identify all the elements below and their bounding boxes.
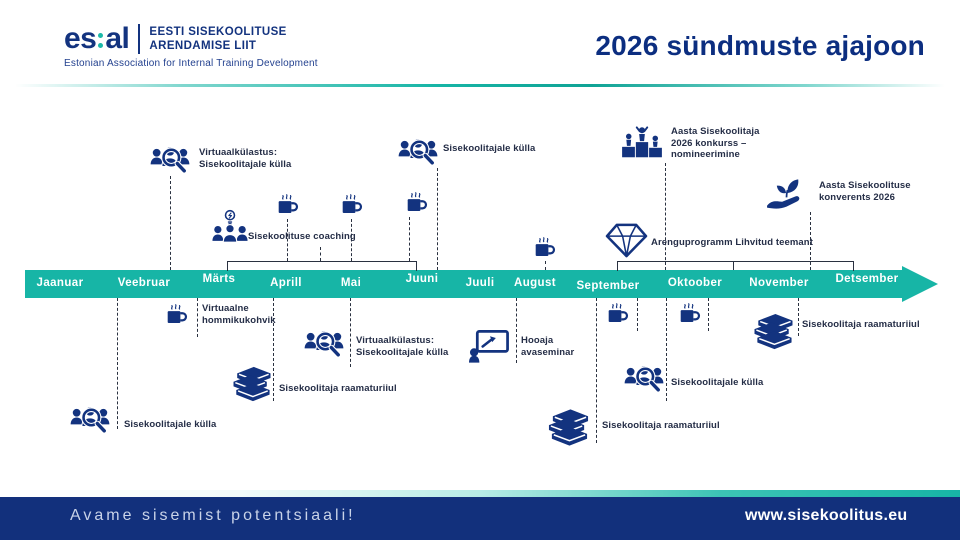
connector-dashed-line	[637, 298, 638, 331]
timeline-bar	[25, 270, 902, 298]
presentation-icon	[469, 329, 510, 363]
wordmark-right: al	[105, 22, 130, 55]
footer-tagline: Avame sisemist potentsiaali!	[70, 507, 356, 524]
event-label-virtuaalkulastus-mai: Virtuaalkülastus: Sisekoolitajale külla	[356, 335, 449, 358]
page-title: 2026 sündmuste ajajoon	[595, 30, 925, 61]
people-idea-icon	[212, 208, 248, 244]
people-search-icon	[303, 329, 345, 360]
people-search-icon	[397, 137, 439, 168]
month-label-juuli: Juuli	[465, 277, 495, 289]
event-label-teemant: Arenguprogramm Lihvitud teemant	[651, 237, 813, 248]
event-label-raamaturiiul-november: Sisekoolitaja raamaturiiul	[802, 319, 920, 330]
month-label-aprill: Aprill	[270, 277, 302, 289]
coffee-icon	[341, 191, 363, 218]
coffee-icon	[534, 234, 556, 261]
connector-dashed-line	[287, 219, 288, 261]
month-label-marts: Märts	[202, 273, 236, 285]
footer-gradient-strip	[0, 490, 960, 497]
hand-plant-icon	[764, 176, 810, 213]
connector-dashed-line	[666, 298, 667, 401]
connector-dashed-line	[665, 163, 666, 270]
timeline-bracket-teemant	[617, 261, 854, 271]
month-label-juuni: Juuni	[405, 273, 439, 285]
month-label-november: November	[749, 277, 809, 289]
event-label-kyla-oktoober: Sisekoolitajale külla	[671, 377, 764, 388]
month-label-detsember: Detsember	[835, 273, 899, 285]
books-icon	[752, 313, 795, 351]
month-label-mai: Mai	[340, 277, 362, 289]
diamond-icon	[604, 222, 649, 259]
event-label-konkurss: Aasta Sisekoolitaja 2026 konkurss – nomi…	[671, 126, 760, 160]
connector-dashed-line	[197, 298, 198, 337]
timeline-bracket-tick	[733, 261, 734, 270]
org-name-line2: ARENDAMISE LIIT	[149, 40, 257, 52]
connector-dashed-line	[117, 298, 118, 429]
timeline-bracket-coaching	[227, 261, 417, 271]
connector-dashed-line	[350, 298, 351, 367]
books-icon	[547, 408, 590, 448]
connector-dashed-line	[320, 247, 321, 261]
event-label-coaching: Sisekoolituse coaching	[248, 231, 356, 242]
month-label-september: September	[576, 280, 640, 292]
event-label-kyla-jaanuar: Sisekoolitajale külla	[124, 419, 217, 430]
connector-dashed-line	[596, 298, 597, 443]
coffee-icon	[166, 301, 188, 328]
event-label-raamaturiiul-marts: Sisekoolitaja raamaturiiul	[279, 383, 397, 394]
footer-website-link[interactable]: www.sisekoolitus.eu	[745, 507, 908, 524]
month-label-jaanuar: Jaanuar	[36, 277, 84, 289]
connector-dashed-line	[409, 217, 410, 261]
logo-separator	[138, 24, 141, 54]
connector-dashed-line	[798, 298, 799, 336]
month-label-oktoober: Oktoober	[667, 277, 723, 289]
connector-dashed-line	[810, 212, 811, 270]
wordmark-left: es	[64, 22, 97, 55]
connector-dashed-line	[516, 298, 517, 363]
timeline-arrowhead-icon	[902, 266, 938, 302]
event-label-avaseminar: Hooaja avaseminar	[521, 335, 575, 358]
event-label-konverents: Aasta Sisekoolituse konverents 2026	[819, 180, 911, 203]
people-search-icon	[149, 145, 191, 176]
footer-bar	[0, 497, 960, 540]
coffee-icon	[679, 300, 701, 327]
event-label-hommikukohvik: Virtuaalne hommikukohvik	[202, 303, 276, 326]
coffee-icon	[607, 300, 629, 327]
event-label-virtuaalkulastus-veebruar: Virtuaalkülastus: Sisekoolitajale külla	[199, 147, 292, 170]
org-name-english: Estonian Association for Internal Traini…	[64, 58, 318, 69]
podium-icon	[621, 126, 663, 162]
event-label-raamaturiiul-september: Sisekoolitaja raamaturiiul	[602, 420, 720, 431]
books-icon	[231, 366, 273, 403]
people-search-icon	[623, 364, 665, 395]
month-label-august: August	[513, 277, 557, 289]
coffee-icon	[277, 191, 299, 218]
logo-dots-icon	[98, 32, 104, 48]
people-search-icon	[69, 405, 111, 436]
coffee-icon	[406, 189, 428, 216]
month-label-veebruar: Veebruar	[117, 277, 171, 289]
connector-dashed-line	[545, 261, 546, 270]
esal-logo: es al EESTI SISEKOOLITUSE ARENDAMISE LII…	[64, 22, 318, 70]
event-label-kyla-juuni: Sisekoolitajale külla	[443, 143, 536, 154]
connector-dashed-line	[273, 298, 274, 401]
connector-dashed-line	[351, 219, 352, 261]
connector-dashed-line	[437, 168, 438, 270]
connector-dashed-line	[708, 298, 709, 331]
header-divider-line	[15, 84, 945, 87]
connector-dashed-line	[170, 176, 171, 270]
esal-wordmark: es al	[64, 22, 130, 55]
org-name-line1: EESTI SISEKOOLITUSE	[149, 26, 287, 38]
